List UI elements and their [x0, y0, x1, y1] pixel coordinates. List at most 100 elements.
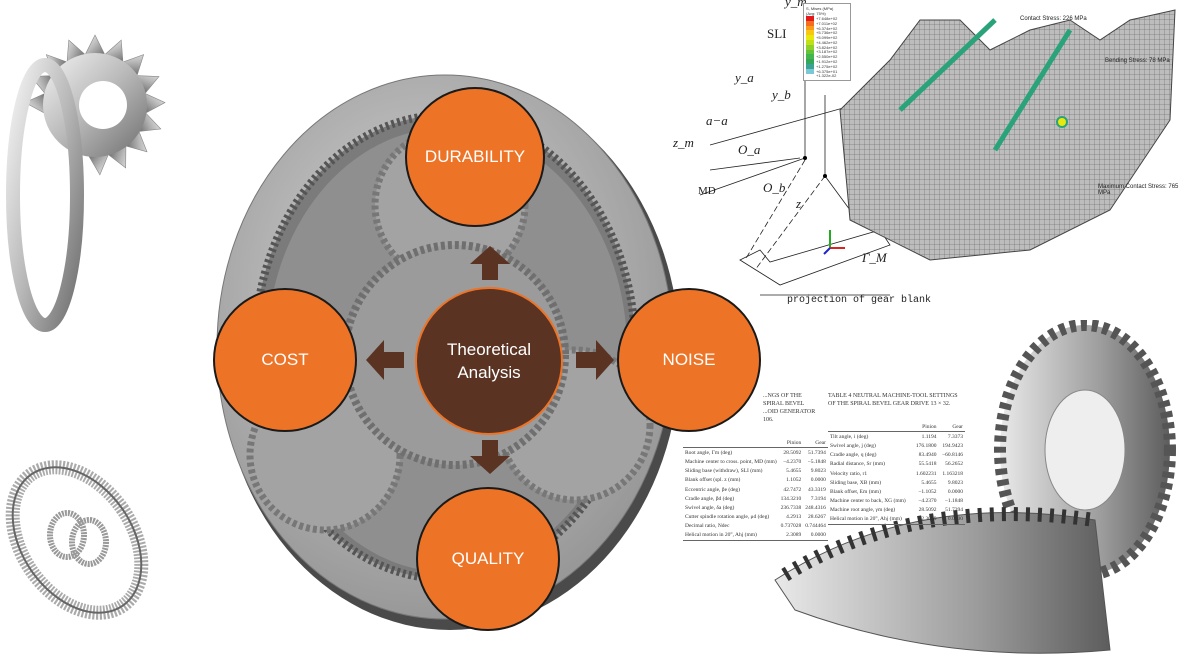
legend-swatch — [806, 44, 814, 50]
table-cell: 43.3319 — [808, 486, 826, 493]
table-title: TABLE 4 NEUTRAL MACHINE-TOOL SETTINGS OF… — [828, 393, 958, 407]
legend-swatch — [806, 35, 814, 40]
table-cell: 5.4655 — [786, 468, 802, 475]
table-header — [683, 438, 779, 449]
legend-value: +3.187e+02 — [816, 49, 838, 55]
arrow-up — [470, 246, 510, 280]
arrow-left — [366, 340, 404, 380]
table-cell: −1.1052 — [918, 488, 937, 495]
table-cell: 0.0000 — [947, 488, 963, 495]
table-cell: Blank offset (spl. z (mm) — [685, 477, 741, 484]
legend-row: +7.011e+02 — [806, 21, 848, 26]
table-cell: Tilt angle, i (deg) — [830, 433, 869, 440]
label-z: z — [796, 196, 802, 211]
legend-row: +3.187e+02 — [806, 49, 848, 55]
legend-swatch — [806, 16, 814, 21]
legend-row: +7.648e+02 — [806, 16, 848, 21]
legend-row: +3.824e+02 — [806, 45, 848, 50]
table-header — [828, 422, 913, 433]
legend-swatch — [806, 20, 814, 26]
table-cell: Velocity ratio, r1 — [830, 470, 868, 477]
table-row: Sliding base, XB (mm) 5.4655 9.8023 — [828, 478, 965, 487]
table-row: Machine center to cross. point, MD (mm)−… — [683, 457, 828, 466]
table-cell: Cradle angle, βd (deg) — [685, 495, 735, 502]
table-neutral-machine-tool-settings: TABLE 4 NEUTRAL MACHINE-TOOL SETTINGS OF… — [828, 392, 965, 526]
label-ya: y_a — [735, 70, 754, 85]
legend-row: +5.099e+02 — [806, 35, 848, 40]
table-cell: −5.1848 — [807, 458, 826, 465]
table-row: Sliding base (withdraw), SLI (mm) 5.4655 9… — [683, 467, 828, 476]
table-cell: 28.5092 — [783, 449, 802, 456]
table-row: Cutter spindle rotation angle, μd (deg)4… — [683, 513, 828, 522]
annotation-contact-stress: Contact Stress: 226 MPa — [1020, 16, 1087, 22]
table-cell: Machine center to cross. point, MD (mm) — [685, 458, 777, 465]
table-cell: 1.1052 — [786, 477, 802, 484]
table-header: Pinion — [778, 438, 804, 449]
fea-mesh-image — [839, 9, 1176, 261]
table-cell: Sliding base (withdraw), SLI (mm) — [685, 468, 763, 475]
node-label: QUALITY — [451, 549, 525, 568]
table-machine-settings-generator: ...NGS OF THE SPIRAL BEVEL ...OID GENERA… — [683, 392, 828, 542]
table-cell: Sliding base, XB (mm) — [830, 479, 882, 486]
legend-title: S, Mises (MPa) — [806, 6, 834, 11]
table-title: ...NGS OF THE SPIRAL BEVEL ...OID GENERA… — [763, 393, 816, 423]
legend-swatch — [806, 63, 814, 69]
legend-value: +4.462e+02 — [816, 39, 838, 45]
table-cell: 28.6267 — [808, 514, 826, 521]
bevel-gear-image — [6, 34, 166, 332]
legend-row: +1.912e+02 — [806, 59, 848, 64]
table-header: Gear — [938, 422, 965, 433]
node-cost: COST — [213, 288, 357, 432]
table-cell: 55.5418 — [918, 461, 937, 468]
table-cell: 0.737028 — [780, 523, 802, 530]
legend-swatch — [806, 49, 814, 55]
table-cell: 236.7338 — [780, 504, 802, 511]
table-cell: Eccentric angle, βe (deg) — [685, 486, 741, 493]
legend-swatch — [806, 25, 814, 31]
legend-row: +4.462e+02 — [806, 40, 848, 45]
table-cell: 0.744464 — [805, 523, 826, 530]
legend-swatch — [806, 54, 814, 60]
center-label-2: Analysis — [457, 363, 521, 382]
table-cell: 51.7394 — [808, 449, 826, 456]
legend-value: +7.011e+02 — [816, 20, 838, 26]
table-cell: 9.8023 — [810, 468, 826, 475]
label-sli: SLI — [767, 26, 787, 41]
table-cell: Decimal ratio, Ndec — [685, 523, 730, 530]
table-cell: 5.4655 — [921, 479, 937, 486]
table-row: Cradle angle, q (deg)83.4940−60.8146 — [828, 451, 965, 460]
legend-row: +6.375e+01 — [806, 69, 848, 74]
legend-value: +2.550e+02 — [816, 54, 838, 60]
label-zm: z_m — [673, 135, 694, 150]
arrow-right — [576, 340, 614, 380]
legend-swatch — [806, 68, 814, 74]
table-row: Machine center to back, XG (mm)−4.2370−1… — [828, 497, 965, 506]
table-cell: 9.8023 — [947, 479, 963, 486]
legend-row: +1.275e+02 — [806, 64, 848, 69]
table-cell: −4.2370 — [783, 458, 802, 465]
legend-swatch — [806, 73, 814, 79]
node-label: DURABILITY — [424, 147, 526, 166]
table-header: Gear — [803, 438, 828, 449]
table-cell: 83.4940 — [918, 452, 937, 459]
node-quality: QUALITY — [416, 487, 560, 631]
legend-value: +6.374e+02 — [816, 25, 838, 31]
table-cell: Cradle angle, q (deg) — [830, 452, 877, 459]
legend-value: +6.375e+01 — [816, 68, 838, 74]
table-cell: 2.3089 — [912, 514, 939, 526]
table-cell: 4.2913 — [786, 514, 802, 521]
table-cell: 176.1800 — [915, 442, 937, 449]
legend-swatch — [806, 30, 814, 36]
